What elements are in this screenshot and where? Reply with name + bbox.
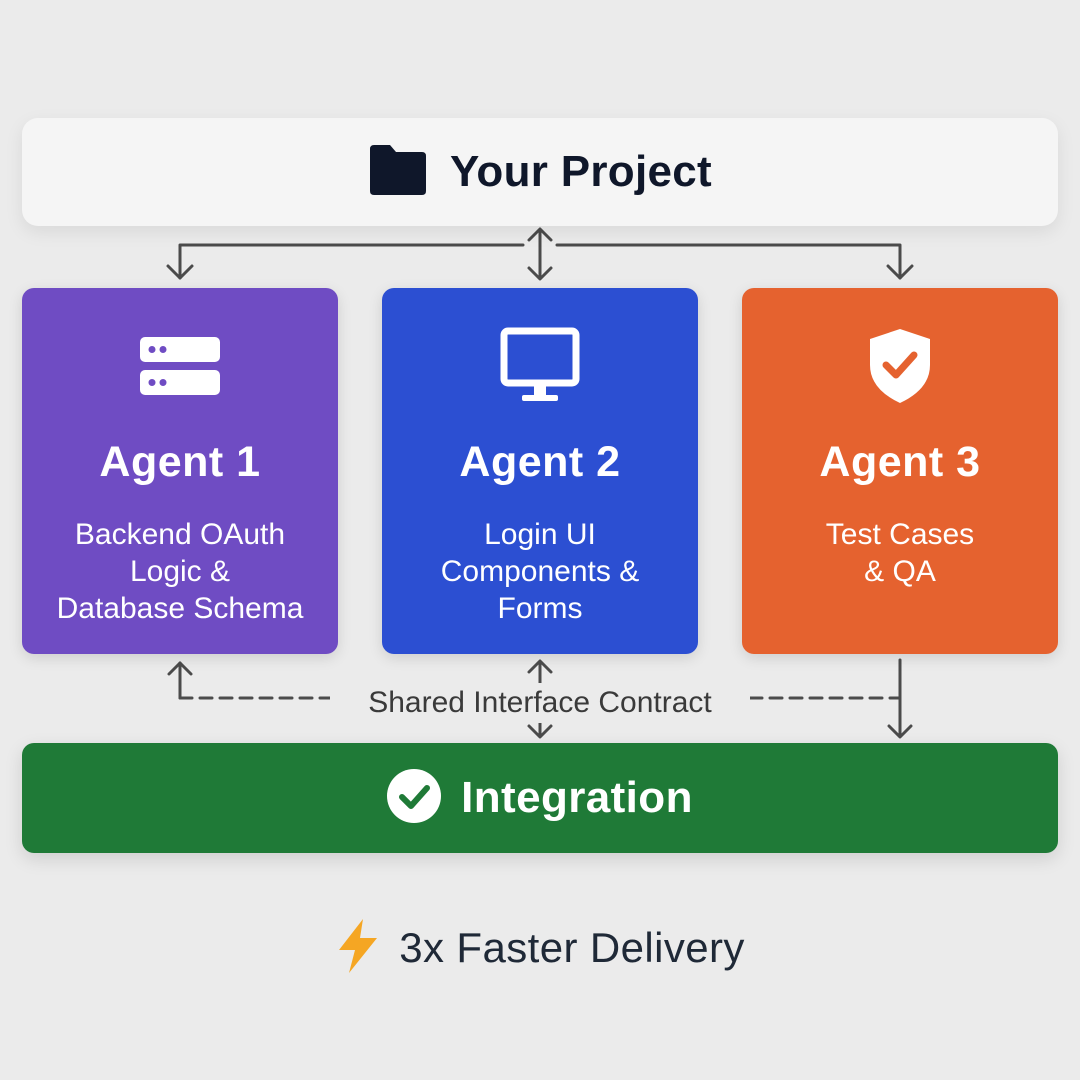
footer-text: 3x Faster Delivery	[399, 924, 745, 971]
monitor-icon	[382, 326, 698, 406]
contract-connector	[167, 658, 913, 739]
project-title: Your Project	[450, 147, 712, 196]
agent-1-name: Agent 1	[99, 438, 261, 486]
project-box: Your Project	[22, 118, 1058, 226]
contract-label: Shared Interface Contract	[330, 683, 750, 723]
footer: 3x Faster Delivery	[0, 918, 1080, 978]
agent-card-3: Agent 3 Test Cases & QA	[742, 288, 1058, 654]
server-icon	[22, 326, 338, 406]
agent-3-name: Agent 3	[819, 438, 981, 486]
agent-3-description: Test Cases & QA	[825, 518, 975, 588]
shield-check-icon	[742, 326, 1058, 406]
agent-card-1: Agent 1 Backend OAuth Logic & Database S…	[22, 288, 338, 654]
agent-2-description: Login UI Components & Forms	[440, 518, 640, 625]
agent-card-2: Agent 2 Login UI Components & Forms	[382, 288, 698, 654]
integration-title: Integration	[461, 773, 693, 822]
agent-1-description: Backend OAuth Logic & Database Schema	[56, 518, 304, 625]
folder-icon	[368, 144, 428, 200]
integration-box: Integration	[22, 743, 1058, 853]
lightning-icon	[335, 918, 381, 979]
agent-2-name: Agent 2	[459, 438, 621, 486]
top-connector	[166, 227, 914, 281]
check-circle-icon	[387, 768, 442, 828]
